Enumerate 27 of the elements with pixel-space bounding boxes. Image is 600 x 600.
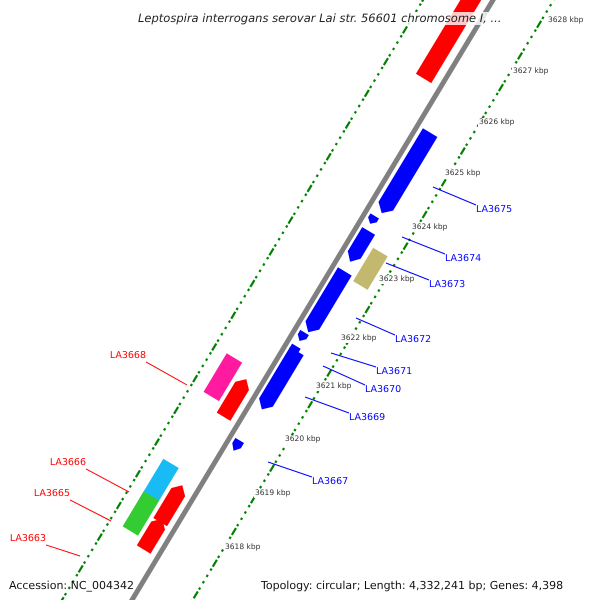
- leader-line: [46, 544, 80, 556]
- gene-label: LA3675: [476, 205, 512, 216]
- summary-text: Topology: circular; Length: 4,332,241 bp; Genes: 4,398: [261, 580, 564, 593]
- leader-line: [330, 352, 376, 368]
- gene-label: LA3672: [395, 335, 432, 346]
- map-title: Leptospira interrogans serovar Lai str. 56601 chromosome I, ...: [138, 12, 502, 26]
- gene-label: LA3667: [312, 477, 348, 488]
- gene-label: LA3668: [110, 351, 146, 362]
- leader-line: [268, 462, 312, 478]
- leader-line: [70, 499, 112, 522]
- gene-label: LA3671: [376, 367, 412, 378]
- leader-line: [432, 186, 476, 206]
- accession-text: Accession: NC_004342: [9, 580, 134, 593]
- leader-line: [86, 468, 130, 492]
- leader-line: [356, 318, 396, 336]
- gene-label: LA3669: [349, 413, 386, 424]
- gene-label: LA3673: [429, 280, 466, 291]
- gene-label: LA3666: [50, 458, 86, 469]
- leader-line: [146, 361, 188, 386]
- leader-line: [386, 262, 430, 280]
- leader-line: [322, 366, 366, 386]
- gene-label: LA3665: [34, 489, 70, 500]
- gene-label: LA3670: [365, 385, 402, 396]
- gene-label: LA3663: [10, 534, 46, 545]
- leader-line: [304, 396, 350, 414]
- gene-label: LA3674: [445, 254, 482, 265]
- leader-line: [402, 236, 446, 254]
